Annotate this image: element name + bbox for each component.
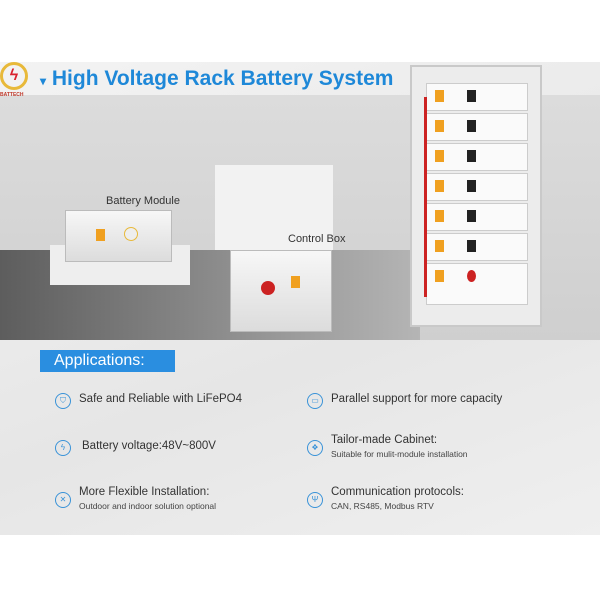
feature-item: ⛉Safe and Reliable with LiFePO4 bbox=[55, 393, 242, 409]
feature-item: ▭Parallel support for more capacity bbox=[307, 393, 502, 409]
lightning-icon: ϟ bbox=[55, 440, 71, 456]
parallel-icon: ▭ bbox=[307, 393, 323, 409]
logo-icon: ϟ bbox=[0, 62, 28, 90]
rack-cabinet-image bbox=[410, 65, 542, 327]
shield-icon: ⛉ bbox=[55, 393, 71, 409]
backdrop-panel bbox=[215, 165, 333, 250]
control-box-label: Control Box bbox=[288, 233, 346, 245]
feature-item: ❖Tailor-made Cabinet:Suitable for mulit-… bbox=[307, 434, 468, 459]
feature-item: ✕More Flexible Installation:Outdoor and … bbox=[55, 486, 216, 511]
control-box-image bbox=[230, 250, 332, 332]
battery-module-image bbox=[65, 210, 172, 262]
page-title: ▾ High Voltage Rack Battery System bbox=[40, 67, 394, 90]
applications-heading: Applications: bbox=[40, 350, 175, 372]
tools-icon: ✕ bbox=[55, 492, 71, 508]
cabinet-icon: ❖ bbox=[307, 440, 323, 456]
logo-text: BATTECH bbox=[0, 92, 24, 98]
antenna-icon: Ψ bbox=[307, 492, 323, 508]
battery-module-label: Battery Module bbox=[106, 195, 180, 207]
